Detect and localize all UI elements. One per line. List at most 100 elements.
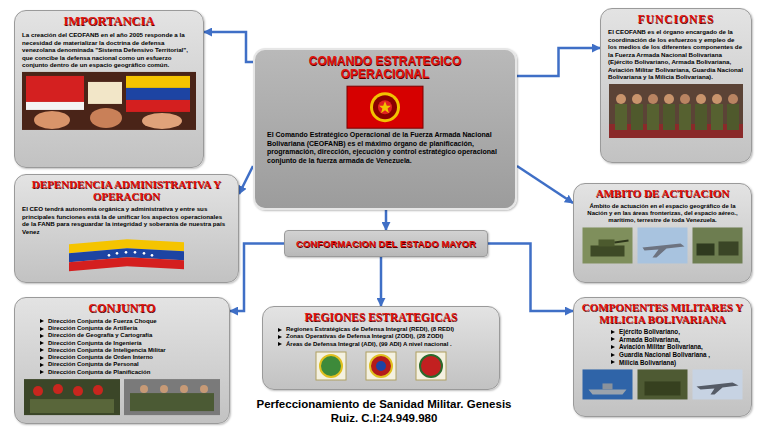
bullet-marker bbox=[40, 370, 44, 374]
aircraft bbox=[643, 243, 685, 257]
flag bbox=[26, 76, 84, 102]
photo-ground bbox=[124, 379, 220, 415]
officer bbox=[712, 94, 722, 104]
ship bbox=[589, 389, 627, 394]
photo-ground bbox=[24, 379, 120, 415]
bullet-marker bbox=[40, 348, 44, 352]
officer bbox=[632, 94, 642, 104]
list-item: Aviación Militar Bolivariana, bbox=[619, 343, 703, 351]
list-row: Guardia Nacional Bolivariana , bbox=[581, 351, 744, 359]
officer bbox=[727, 104, 739, 130]
list-row: Dirección Conjunta de Inteligencia Milit… bbox=[22, 347, 222, 354]
ship bbox=[603, 383, 613, 389]
soldier-beret bbox=[93, 385, 103, 395]
flag-stripe bbox=[69, 248, 184, 262]
bullet-marker bbox=[40, 334, 44, 338]
picture-slot bbox=[270, 351, 492, 381]
flag-star bbox=[134, 251, 137, 254]
flags-hands-photo bbox=[22, 72, 196, 130]
list-row: Áreas de Defensa Integral (ADI), (99 ADI… bbox=[270, 341, 492, 348]
emblem-star bbox=[379, 101, 391, 113]
box-heading: CONFORMACION DEL ESTADO MAYOR bbox=[289, 239, 483, 249]
land-air-photos bbox=[583, 227, 743, 263]
connector-arrow bbox=[385, 210, 388, 230]
bullet-marker bbox=[278, 328, 282, 332]
officer bbox=[631, 104, 643, 130]
connector-arrow bbox=[380, 257, 383, 306]
section-box: CONFORMACION DEL ESTADO MAYOR bbox=[284, 230, 488, 257]
flag-star bbox=[108, 254, 111, 257]
picture-slot bbox=[267, 86, 503, 128]
carpet bbox=[609, 124, 743, 138]
flag-stripe bbox=[69, 239, 184, 253]
troops-photos bbox=[24, 379, 220, 415]
photo-ground bbox=[638, 369, 688, 399]
photo-ground bbox=[609, 84, 743, 138]
list-row: Aviación Militar Bolivariana, bbox=[581, 343, 744, 351]
list-row: Dirección Conjunta de Ingeniería bbox=[22, 340, 222, 347]
soldier-head bbox=[200, 385, 208, 393]
list-item: Zonas Operativas de Defensa Integral (ZO… bbox=[286, 333, 443, 340]
list-item: Dirección Conjunta de Ingeniería bbox=[48, 340, 142, 347]
tank bbox=[591, 245, 625, 256]
photo-sky bbox=[693, 369, 743, 399]
flag-star bbox=[116, 252, 119, 255]
list-row: Dirección Conjunta de Artillería bbox=[22, 325, 222, 332]
topic-box: AMBITO DE ACTUACIONÁmbito de actuación e… bbox=[573, 183, 752, 283]
bullet-marker bbox=[278, 335, 282, 339]
flag-field bbox=[347, 86, 423, 128]
bullet-marker bbox=[40, 327, 44, 331]
flag-star bbox=[151, 254, 154, 257]
emblem-flag bbox=[347, 86, 423, 128]
emblem bbox=[420, 355, 442, 377]
list-box: CONJUNTODirección Conjunta de Fuerza Cho… bbox=[14, 297, 230, 424]
emblem bbox=[370, 355, 392, 377]
soldier-head bbox=[140, 385, 148, 393]
flag-stripe bbox=[69, 257, 184, 271]
officer bbox=[696, 94, 706, 104]
photo-sea bbox=[583, 369, 633, 399]
emblem bbox=[376, 361, 386, 371]
list-item: Dirección Conjunta de Planificación bbox=[48, 369, 150, 376]
list-box: COMPONENTES MILITARES Y MILICIA BOLIVARI… bbox=[573, 297, 752, 417]
picture-slot bbox=[22, 238, 231, 272]
officer bbox=[647, 104, 659, 130]
bullet-marker bbox=[40, 356, 44, 360]
soldiers bbox=[645, 381, 681, 395]
emblem-core bbox=[378, 100, 392, 114]
emblem-frame bbox=[416, 352, 446, 380]
list-item: Ejército Bolivariano, bbox=[619, 328, 680, 336]
connector-arrow bbox=[488, 244, 573, 312]
box-heading: IMPORTANCIA bbox=[22, 15, 196, 28]
vehicle bbox=[697, 243, 715, 255]
soldier-beret bbox=[53, 384, 63, 394]
soldiers bbox=[30, 399, 114, 413]
officer bbox=[680, 94, 690, 104]
soldier-head bbox=[160, 385, 168, 393]
officer bbox=[648, 94, 658, 104]
list-row: Armada Bolivariana, bbox=[581, 336, 744, 344]
list-item: Milicia Bolivariana) bbox=[619, 359, 676, 367]
list-item: Dirección Conjunta de Orden Interno bbox=[48, 354, 153, 361]
box-body: Ámbito de actuación en el espacio geográ… bbox=[581, 203, 744, 225]
connector-arrow bbox=[517, 166, 573, 203]
bullet-marker bbox=[611, 353, 615, 357]
bullet-marker bbox=[40, 341, 44, 345]
list-item: Áreas de Defensa Integral (ADI), (99 ADI… bbox=[286, 341, 452, 348]
officer bbox=[664, 94, 674, 104]
jet bbox=[697, 382, 739, 394]
connector-arrow bbox=[239, 166, 253, 194]
flag-star bbox=[143, 252, 146, 255]
picture-slot bbox=[581, 227, 744, 263]
list-row: Dirección Conjunta de Planificación bbox=[22, 369, 222, 376]
photo-ground bbox=[583, 227, 633, 263]
paper-sign bbox=[88, 82, 122, 104]
picture-slot bbox=[608, 84, 744, 138]
list-row: Ejército Bolivariano, bbox=[581, 328, 744, 336]
list-row: Dirección Conjunta de Personal bbox=[22, 361, 222, 368]
list-item: Armada Bolivariana, bbox=[619, 336, 680, 344]
officers-photo bbox=[609, 84, 743, 138]
box-body: La creación del CEOFANB en el año 2005 r… bbox=[22, 31, 196, 69]
flag-stripe bbox=[126, 100, 190, 112]
hand bbox=[142, 113, 182, 129]
